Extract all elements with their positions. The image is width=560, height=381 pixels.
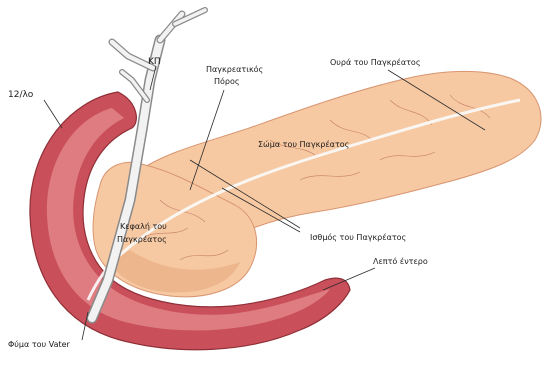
label-duodenum: 12/λο [8,90,34,100]
label-body: Σώμα του Παγκρέατος [258,139,349,149]
label-vater: Φύμα του Vater [8,339,71,349]
label-tail: Ουρά του Παγκρέατος [330,57,421,67]
label-bile-duct: ΚΠ [148,57,161,67]
label-head-line2: Παγκρέατος [117,234,167,244]
label-pancreatic-duct-line1: Παγκρεατικός [206,64,263,74]
label-pancreatic-duct-line2: Πόρος [214,76,240,86]
label-small-intestine: Λεπτό έντερο [373,256,428,266]
label-head-line1: Κεφαλή του [120,222,167,231]
leader-duodenum [44,100,62,128]
label-isthmus: Ισθμός του Παγκρέατος [310,232,406,242]
